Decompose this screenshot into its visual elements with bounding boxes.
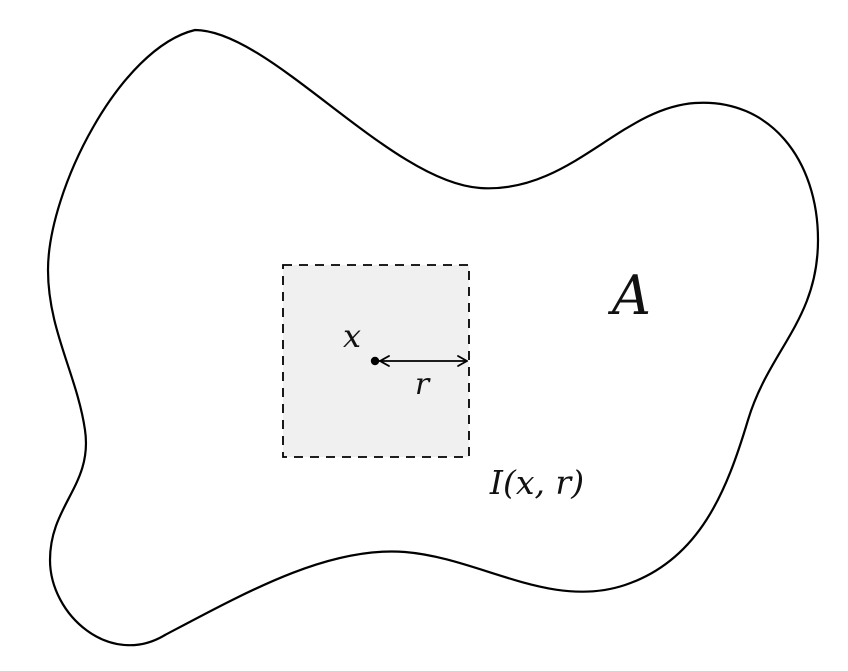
region-outline: [46, 28, 820, 647]
region-label: A: [607, 264, 651, 327]
interval-label: I(x, r): [489, 463, 584, 502]
point-label: x: [343, 317, 361, 355]
radius-label: r: [415, 367, 431, 402]
radius-arrowhead-left: [379, 355, 390, 367]
center-point-dot: [370, 356, 380, 366]
radius-arrowhead-right: [457, 355, 468, 367]
